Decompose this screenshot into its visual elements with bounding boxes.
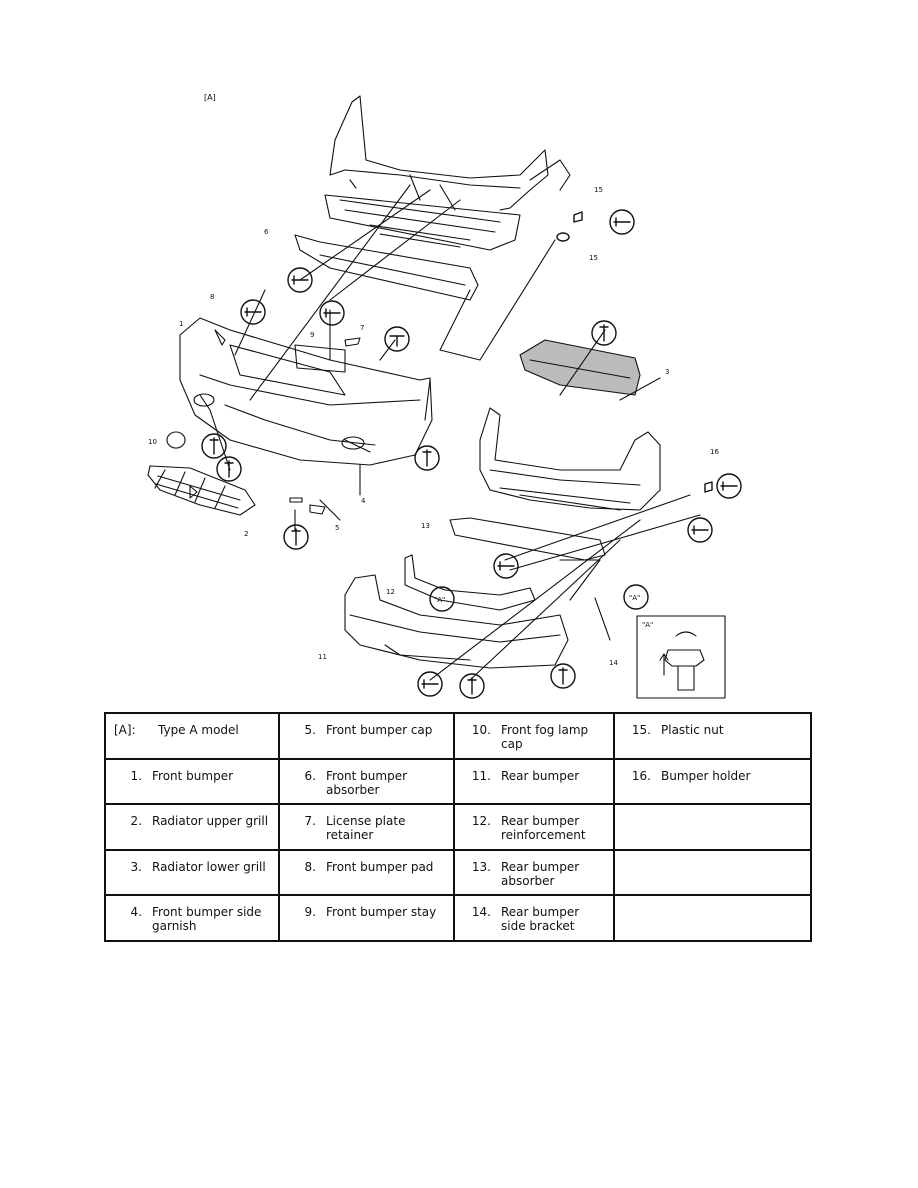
callout-15: 15 xyxy=(589,254,598,262)
callout-1: 1 xyxy=(179,320,183,328)
legend-cell-empty xyxy=(613,894,812,942)
legend-text: Front bumper xyxy=(152,768,234,783)
legend-text: Radiator upper grill xyxy=(152,814,269,829)
legend-text: Front bumper pad xyxy=(326,859,434,874)
callout-5: 5 xyxy=(335,524,339,532)
callout-4: 4 xyxy=(361,497,366,505)
legend-text: Front bumper cap xyxy=(326,723,433,737)
callout-14: 14 xyxy=(609,659,618,667)
legend-text: Rear bumper side bracket xyxy=(501,905,580,934)
legend-cell: 13. Rear bumper absorber xyxy=(453,848,615,897)
legend-text: Front fog lamp cap xyxy=(501,723,589,751)
legend-cell: 11. Rear bumper xyxy=(453,757,615,806)
legend-cell: 9. Front bumper stay xyxy=(278,894,455,942)
callout-8: 8 xyxy=(210,293,214,301)
legend-row: 3. Radiator lower grill 8. Front bumper pa… xyxy=(104,848,812,897)
legend-cell: 8. Front bumper pad xyxy=(278,848,455,897)
detail-marker: "A" xyxy=(434,596,445,604)
callout-10: 10 xyxy=(148,438,157,446)
legend-number: 9. xyxy=(304,905,316,920)
view-label: [A] xyxy=(204,93,216,102)
rear-bumper-part xyxy=(344,574,569,669)
legend-cell-empty xyxy=(613,848,812,897)
legend-cell: 5. Front bumper cap xyxy=(278,712,455,760)
legend-cell: 2. Radiator upper grill xyxy=(104,803,280,851)
callout-3: 3 xyxy=(665,368,669,376)
rear-bumper-absorber-part xyxy=(449,517,606,561)
legend-cell: 12. Rear bumper reinforcement xyxy=(453,803,615,851)
callout-6: 6 xyxy=(264,228,269,236)
legend-number: 4. xyxy=(130,905,142,920)
radiator-upper-grill-part xyxy=(147,465,256,516)
legend-number: 8. xyxy=(304,859,316,874)
legend-number: 15. xyxy=(631,723,651,737)
legend-row: 4. Front bumper side garnish 9. Front bump… xyxy=(104,894,812,942)
detail-box xyxy=(636,615,726,699)
callout-15: 15 xyxy=(594,186,603,194)
legend-cell: [A]: Type A model xyxy=(104,712,280,760)
legend-cell: 6. Front bumper absorber xyxy=(278,757,455,806)
legend-cell-empty xyxy=(613,803,812,851)
legend-number: 3. xyxy=(130,859,142,874)
legend-number: [A]: xyxy=(114,723,136,737)
front-body-frame xyxy=(324,95,571,251)
legend-text: Front bumper absorber xyxy=(326,768,408,797)
legend-row: [A]: Type A model 5. Front bumper cap 10. F… xyxy=(104,712,812,760)
legend-cell: 15. Plastic nut xyxy=(613,712,812,760)
legend-text: Front bumper stay xyxy=(326,905,437,920)
legend-text: Rear bumper reinforcement xyxy=(501,814,586,843)
legend-number: 16. xyxy=(631,768,651,783)
legend-cell: 7. License plate retainer xyxy=(278,803,455,851)
legend-text: Bumper holder xyxy=(661,768,751,783)
fastener-icons xyxy=(201,209,742,699)
legend-number: 14. xyxy=(471,905,491,920)
legend-cell: 1. Front bumper xyxy=(104,757,280,806)
legend-number: 13. xyxy=(471,859,491,874)
legend-cell: 14. Rear bumper side bracket xyxy=(453,894,615,942)
detail-box-label: "A" xyxy=(642,621,653,629)
legend-number: 10. xyxy=(471,723,491,737)
legend-row: 2. Radiator upper grill 7. License plate r… xyxy=(104,803,812,851)
legend-text: Rear bumper absorber xyxy=(501,859,580,888)
callout-13: 13 xyxy=(421,522,430,530)
radiator-lower-grill-part xyxy=(519,339,641,396)
legend-text: Radiator lower grill xyxy=(152,859,266,874)
connector-lines xyxy=(209,184,701,681)
callout-9: 9 xyxy=(310,331,314,339)
callout-12: 12 xyxy=(386,588,395,596)
exploded-bumper-diagram: [A] 1 2 3 4 5 6 7 8 9 10 11 12 13 14 15 … xyxy=(147,93,742,699)
legend-number: 2. xyxy=(130,814,142,829)
legend-cell: 3. Radiator lower grill xyxy=(104,848,280,897)
legend-text: License plate retainer xyxy=(326,814,406,843)
parts-legend-table: [A]: Type A model 5. Front bumper cap 10. F… xyxy=(104,712,812,942)
rear-bumper-reinforcement-part xyxy=(404,554,536,611)
legend-cell: 16. Bumper holder xyxy=(613,757,812,806)
legend-number: 5. xyxy=(304,723,316,737)
callout-16: 16 xyxy=(710,448,719,456)
callout-2: 2 xyxy=(244,530,248,538)
rear-body-frame xyxy=(479,407,661,511)
legend-text: Type A model xyxy=(158,723,239,737)
front-small-parts xyxy=(166,329,361,515)
legend-number: 6. xyxy=(304,768,316,783)
detail-marker: "A" xyxy=(629,594,640,602)
front-bumper-absorber-part xyxy=(294,234,479,301)
legend-number: 7. xyxy=(304,814,316,829)
legend-row: 1. Front bumper 6. Front bumper absorber 1… xyxy=(104,757,812,806)
legend-text: Rear bumper xyxy=(501,768,580,783)
callout-11: 11 xyxy=(318,653,327,661)
legend-cell: 10. Front fog lamp cap xyxy=(453,712,615,760)
legend-number: 11. xyxy=(471,768,491,783)
legend-text: Front bumper side garnish xyxy=(152,905,262,934)
legend-number: 12. xyxy=(471,814,491,829)
front-bumper-part xyxy=(179,317,433,466)
legend-text: Plastic nut xyxy=(661,723,724,737)
diagram-labels: [A] 1 2 3 4 5 6 7 8 9 10 11 12 13 14 15 … xyxy=(148,93,719,667)
legend-cell: 4. Front bumper side garnish xyxy=(104,894,280,942)
callout-7: 7 xyxy=(360,324,364,332)
legend-number: 1. xyxy=(130,768,142,783)
